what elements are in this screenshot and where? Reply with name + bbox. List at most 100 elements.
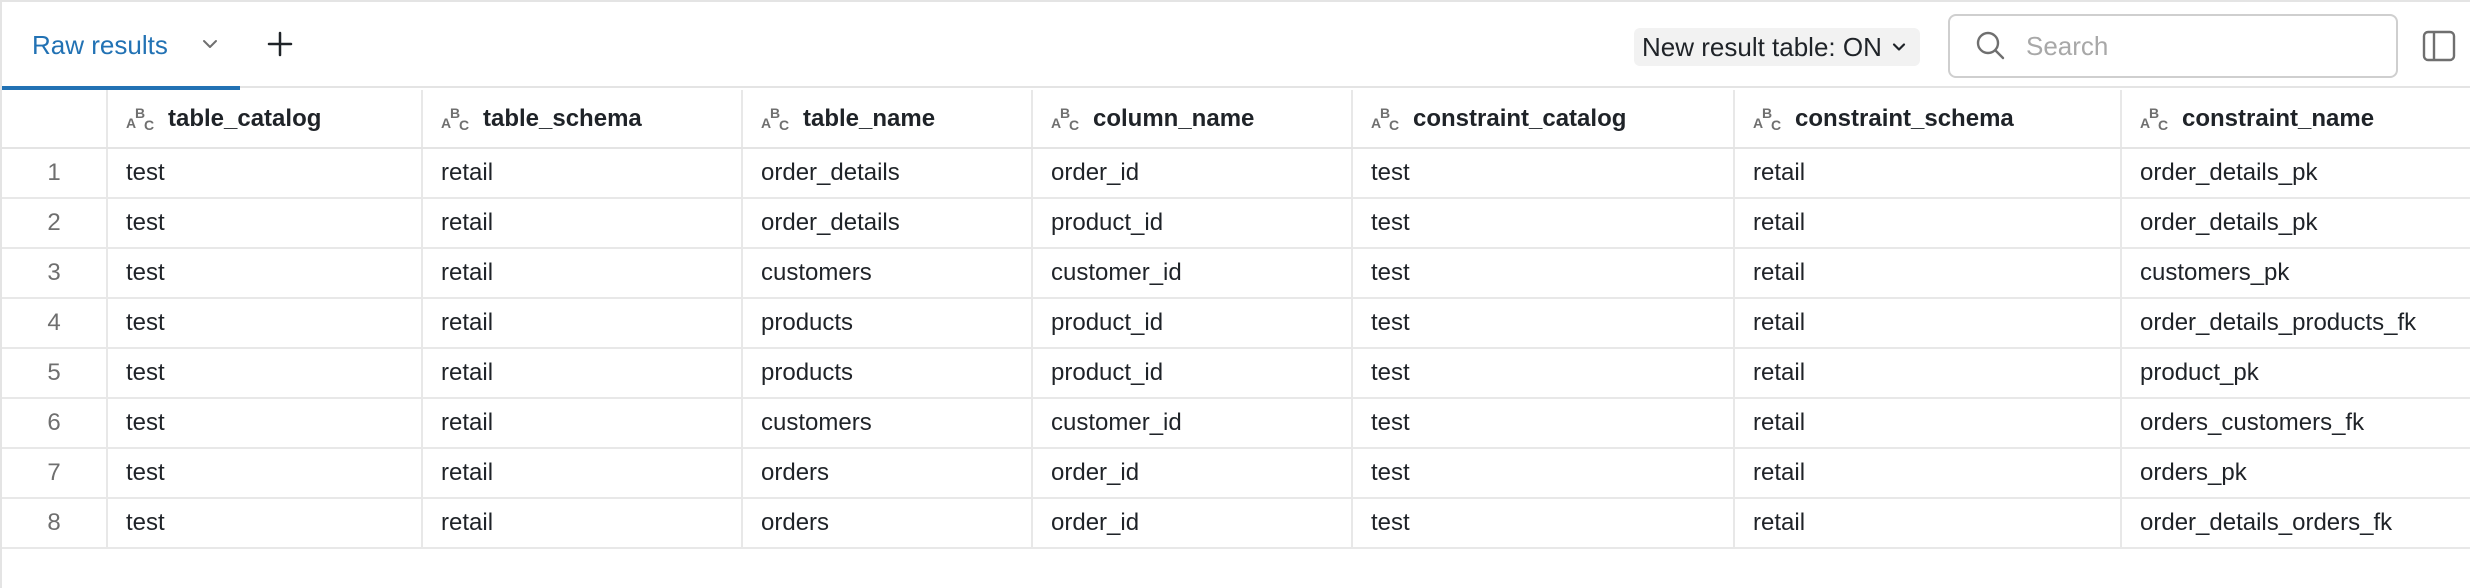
table-cell[interactable]: order_details_products_fk xyxy=(2121,298,2470,349)
table-cell[interactable]: orders xyxy=(742,448,1033,499)
row-number-header[interactable] xyxy=(2,90,108,149)
table-cell[interactable]: order_details_pk xyxy=(2121,198,2470,249)
table-cell[interactable]: retail xyxy=(1734,398,2122,449)
table-cell[interactable]: retail xyxy=(1734,348,2122,399)
table-cell[interactable]: order_id xyxy=(1032,148,1353,199)
table-cell[interactable]: product_pk xyxy=(2121,348,2470,399)
table-cell[interactable]: test xyxy=(1352,198,1735,249)
tab-raw-results[interactable]: Raw results xyxy=(2,2,240,90)
table-cell[interactable]: test xyxy=(107,498,423,549)
table-cell[interactable]: retail xyxy=(1734,248,2122,299)
table-cell[interactable]: customers xyxy=(742,248,1033,299)
table-cell[interactable]: retail xyxy=(422,298,743,349)
chevron-down-icon[interactable] xyxy=(198,32,222,56)
table-cell[interactable]: order_details xyxy=(742,198,1033,249)
row-number-cell[interactable]: 5 xyxy=(2,348,108,399)
svg-text:B: B xyxy=(450,106,460,121)
column-header-label: table_name xyxy=(803,104,936,132)
table-cell[interactable]: test xyxy=(107,148,423,199)
table-cell[interactable]: order_details_orders_fk xyxy=(2121,498,2470,549)
table-cell[interactable]: retail xyxy=(422,198,743,249)
table-cell[interactable]: order_id xyxy=(1032,448,1353,499)
table-cell[interactable]: orders_customers_fk xyxy=(2121,398,2470,449)
string-type-icon: ABC xyxy=(1371,106,1399,132)
table-cell[interactable]: test xyxy=(107,198,423,249)
row-number-cell[interactable]: 2 xyxy=(2,198,108,249)
row-number-cell[interactable]: 6 xyxy=(2,398,108,449)
table-cell[interactable]: order_details xyxy=(742,148,1033,199)
column-header-label: constraint_name xyxy=(2182,104,2375,132)
table-cell[interactable]: test xyxy=(107,298,423,349)
table-cell[interactable]: order_id xyxy=(1032,498,1353,549)
tab-label: Raw results xyxy=(32,29,168,60)
table-cell[interactable]: retail xyxy=(422,448,743,499)
table-cell[interactable]: test xyxy=(107,448,423,499)
table-cell[interactable]: orders_pk xyxy=(2121,448,2470,499)
table-cell[interactable]: retail xyxy=(422,248,743,299)
table-cell[interactable]: retail xyxy=(1734,298,2122,349)
search-input[interactable] xyxy=(2026,30,2366,62)
table-cell[interactable]: order_details_pk xyxy=(2121,148,2470,199)
table-cell[interactable]: test xyxy=(1352,148,1735,199)
search-box[interactable] xyxy=(1948,14,2398,78)
row-number-cell[interactable]: 8 xyxy=(2,498,108,549)
table-cell[interactable]: retail xyxy=(422,498,743,549)
table-cell[interactable]: test xyxy=(1352,398,1735,449)
table-cell[interactable]: retail xyxy=(1734,498,2122,549)
table-cell[interactable]: products xyxy=(742,298,1033,349)
table-cell[interactable]: orders xyxy=(742,498,1033,549)
table-cell[interactable]: retail xyxy=(422,148,743,199)
table-cell[interactable]: test xyxy=(1352,448,1735,499)
svg-text:B: B xyxy=(2149,106,2159,121)
table-cell[interactable]: retail xyxy=(422,398,743,449)
column-header-label: table_catalog xyxy=(168,104,322,132)
table-cell[interactable]: test xyxy=(1352,248,1735,299)
table-cell[interactable]: test xyxy=(107,348,423,399)
table-cell[interactable]: products xyxy=(742,348,1033,399)
table-cell[interactable]: retail xyxy=(1734,448,2122,499)
table-cell[interactable]: customers xyxy=(742,398,1033,449)
table-cell[interactable]: retail xyxy=(1734,148,2122,199)
table-cell[interactable]: test xyxy=(107,398,423,449)
table-cell[interactable]: product_id xyxy=(1032,298,1353,349)
svg-text:B: B xyxy=(1762,106,1772,121)
add-tab-plus-icon[interactable] xyxy=(264,28,296,60)
table-cell[interactable]: customer_id xyxy=(1032,398,1353,449)
table-cell[interactable]: product_id xyxy=(1032,198,1353,249)
table-cell[interactable]: retail xyxy=(1734,198,2122,249)
string-type-icon: ABC xyxy=(2140,106,2168,132)
table-cell[interactable]: test xyxy=(107,248,423,299)
table-cell[interactable]: retail xyxy=(422,348,743,399)
table-cell[interactable]: customer_id xyxy=(1032,248,1353,299)
table-cell[interactable]: test xyxy=(1352,498,1735,549)
row-number-cell[interactable]: 3 xyxy=(2,248,108,299)
svg-text:C: C xyxy=(1771,117,1781,132)
row-number-cell[interactable]: 7 xyxy=(2,448,108,499)
sidebar-panel-icon[interactable] xyxy=(2422,30,2456,62)
new-result-table-toggle[interactable]: New result table: ON xyxy=(1634,28,1920,66)
table-cell[interactable]: test xyxy=(1352,298,1735,349)
table-cell[interactable]: test xyxy=(1352,348,1735,399)
table-cell[interactable]: product_id xyxy=(1032,348,1353,399)
row-number-cell[interactable]: 1 xyxy=(2,148,108,199)
row-number-cell[interactable]: 4 xyxy=(2,298,108,349)
table-cell[interactable]: customers_pk xyxy=(2121,248,2470,299)
svg-text:C: C xyxy=(779,117,789,132)
column-header-label: constraint_schema xyxy=(1795,104,2014,132)
